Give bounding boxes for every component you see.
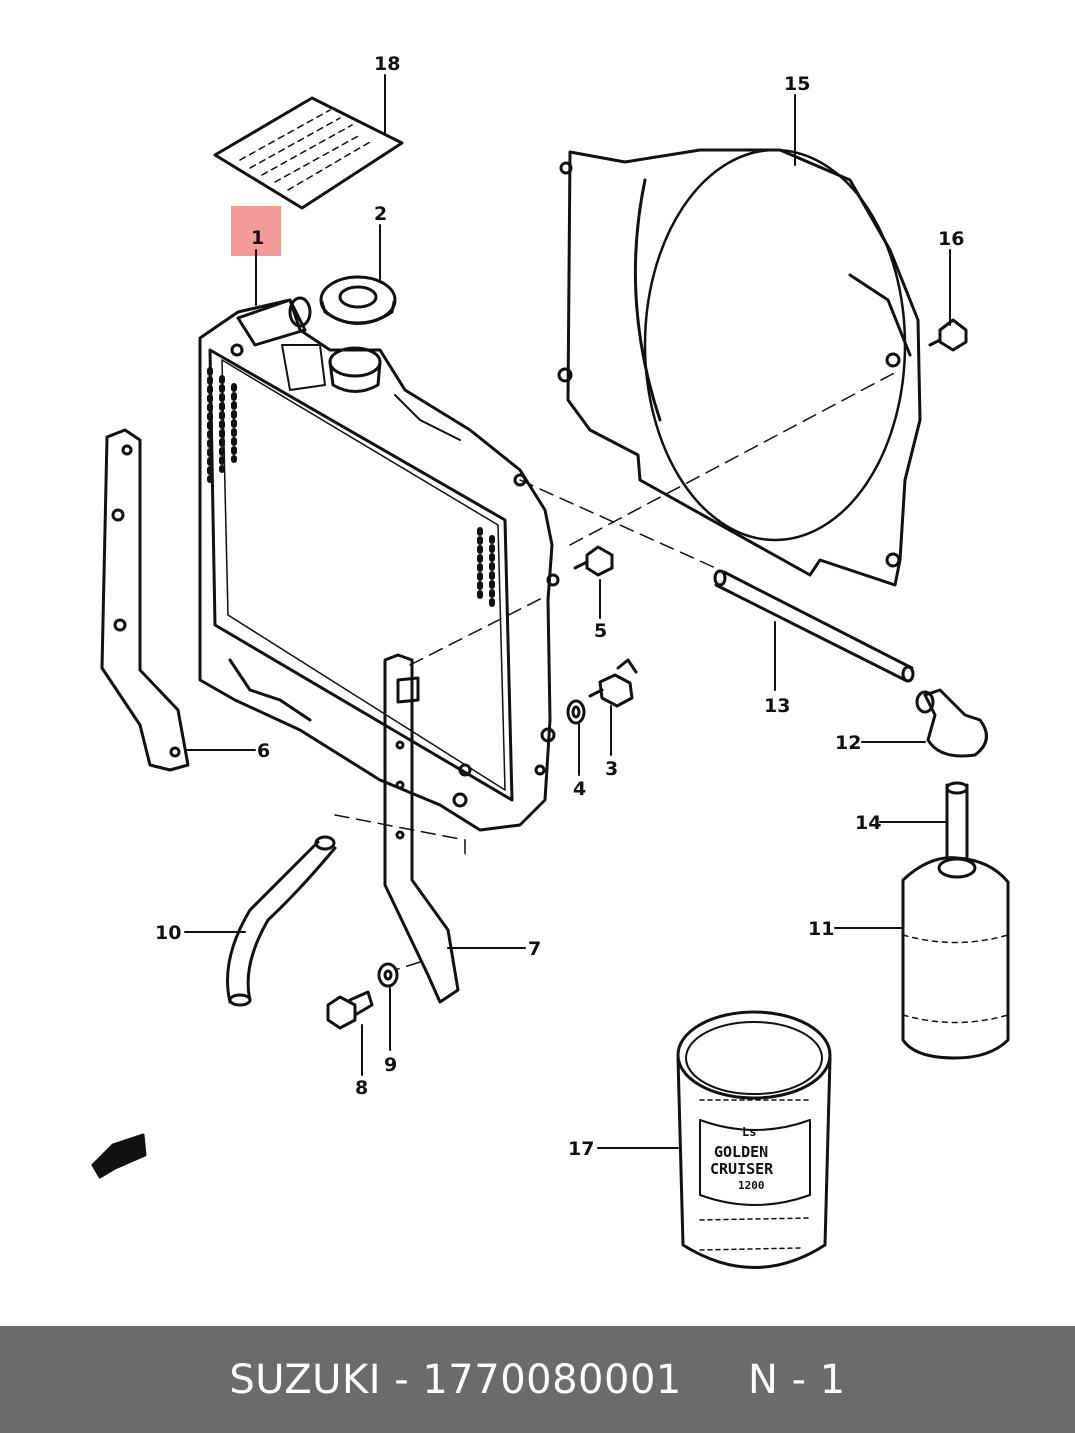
- coolant-can-part: [676, 1010, 832, 1269]
- direction-arrow-icon: [91, 1133, 147, 1179]
- callout-7: 7: [528, 938, 541, 960]
- radiator-part: [198, 296, 560, 832]
- callout-15: 15: [784, 73, 810, 95]
- footer-gap: [682, 1357, 748, 1403]
- callout-16: 16: [938, 228, 964, 250]
- fan-shroud-part: [557, 148, 922, 587]
- callout-8: 8: [355, 1077, 368, 1099]
- callout-9: 9: [384, 1054, 397, 1076]
- bracket-7-part: [383, 653, 460, 1004]
- lower-hose-part: [226, 835, 337, 1007]
- can-label-line-3: 1200: [738, 1179, 765, 1192]
- callout-5: 5: [594, 620, 607, 642]
- drain-plug-part: [588, 658, 638, 708]
- callout-1: 1: [251, 227, 264, 249]
- can-brand-text: Ls: [742, 1125, 756, 1139]
- callout-17: 17: [568, 1138, 594, 1160]
- radiator-cap-part: [319, 275, 397, 325]
- bolt-5-part: [573, 545, 614, 577]
- can-label-line-2: CRUISER: [710, 1160, 774, 1178]
- callout-13: 13: [764, 695, 790, 717]
- highlight-part-1: [231, 206, 281, 256]
- washer-4-part: [566, 699, 586, 725]
- reservoir-tank-part: [901, 781, 1010, 1060]
- part-number: 1770080001: [422, 1356, 682, 1403]
- can-label-line-1: GOLDEN: [714, 1143, 768, 1161]
- washer-9-part: [377, 962, 399, 988]
- callout-14: 14: [855, 812, 881, 834]
- parts-diagram: Ls GOLDEN CRUISER 1200 18 1 2 15 16 5 3 …: [91, 53, 1010, 1269]
- callout-18: 18: [374, 53, 400, 75]
- part-info-footer: SUZUKI - 1770080001 N - 1: [0, 1326, 1075, 1433]
- bracket-6-part: [100, 428, 190, 772]
- callout-6: 6: [257, 740, 270, 762]
- callout-11: 11: [808, 918, 834, 940]
- callout-10: 10: [155, 922, 181, 944]
- caution-label-part: [213, 96, 404, 210]
- brand-separator: -: [380, 1356, 423, 1403]
- diagram-position: N - 1: [747, 1356, 846, 1403]
- reservoir-hose-part: [713, 569, 915, 683]
- callout-12: 12: [835, 732, 861, 754]
- reservoir-cap-part: [915, 688, 988, 758]
- brand-name: SUZUKI: [229, 1356, 381, 1403]
- bolt-16-part: [928, 318, 968, 352]
- callout-3: 3: [605, 758, 618, 780]
- callout-4: 4: [573, 778, 586, 800]
- bolt-8-part: [326, 990, 374, 1030]
- callout-2: 2: [374, 203, 387, 225]
